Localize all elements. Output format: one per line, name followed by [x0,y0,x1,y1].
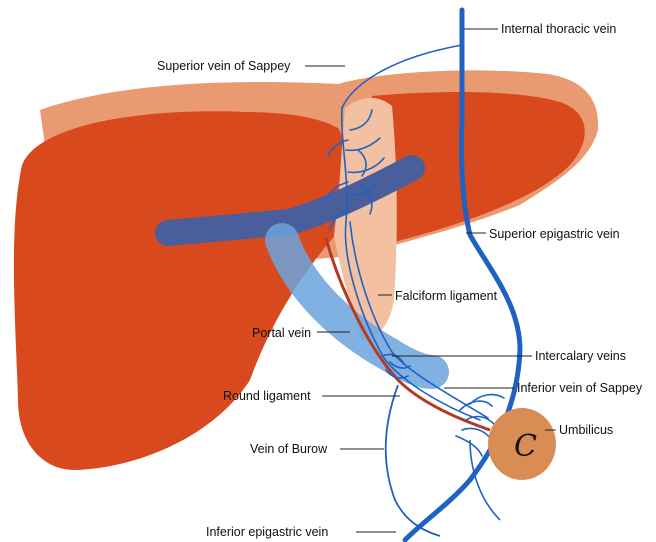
label-portal-vein: Portal vein [252,326,311,340]
label-round-ligament: Round ligament [223,389,311,403]
label-inferior-epigastric-vein: Inferior epigastric vein [206,525,328,539]
label-vein-of-burow: Vein of Burow [250,442,328,456]
label-superior-epigastric-vein: Superior epigastric vein [489,227,620,241]
label-intercalary-veins: Intercalary veins [535,349,626,363]
label-falciform-ligament: Falciform ligament [395,289,498,303]
label-internal-thoracic-vein: Internal thoracic vein [501,22,616,36]
label-superior-vein-of-sappey: Superior vein of Sappey [157,59,291,73]
umbilicus-mark: C [514,429,537,464]
label-inferior-vein-of-sappey: Inferior vein of Sappey [517,381,643,395]
label-umbilicus: Umbilicus [559,423,613,437]
